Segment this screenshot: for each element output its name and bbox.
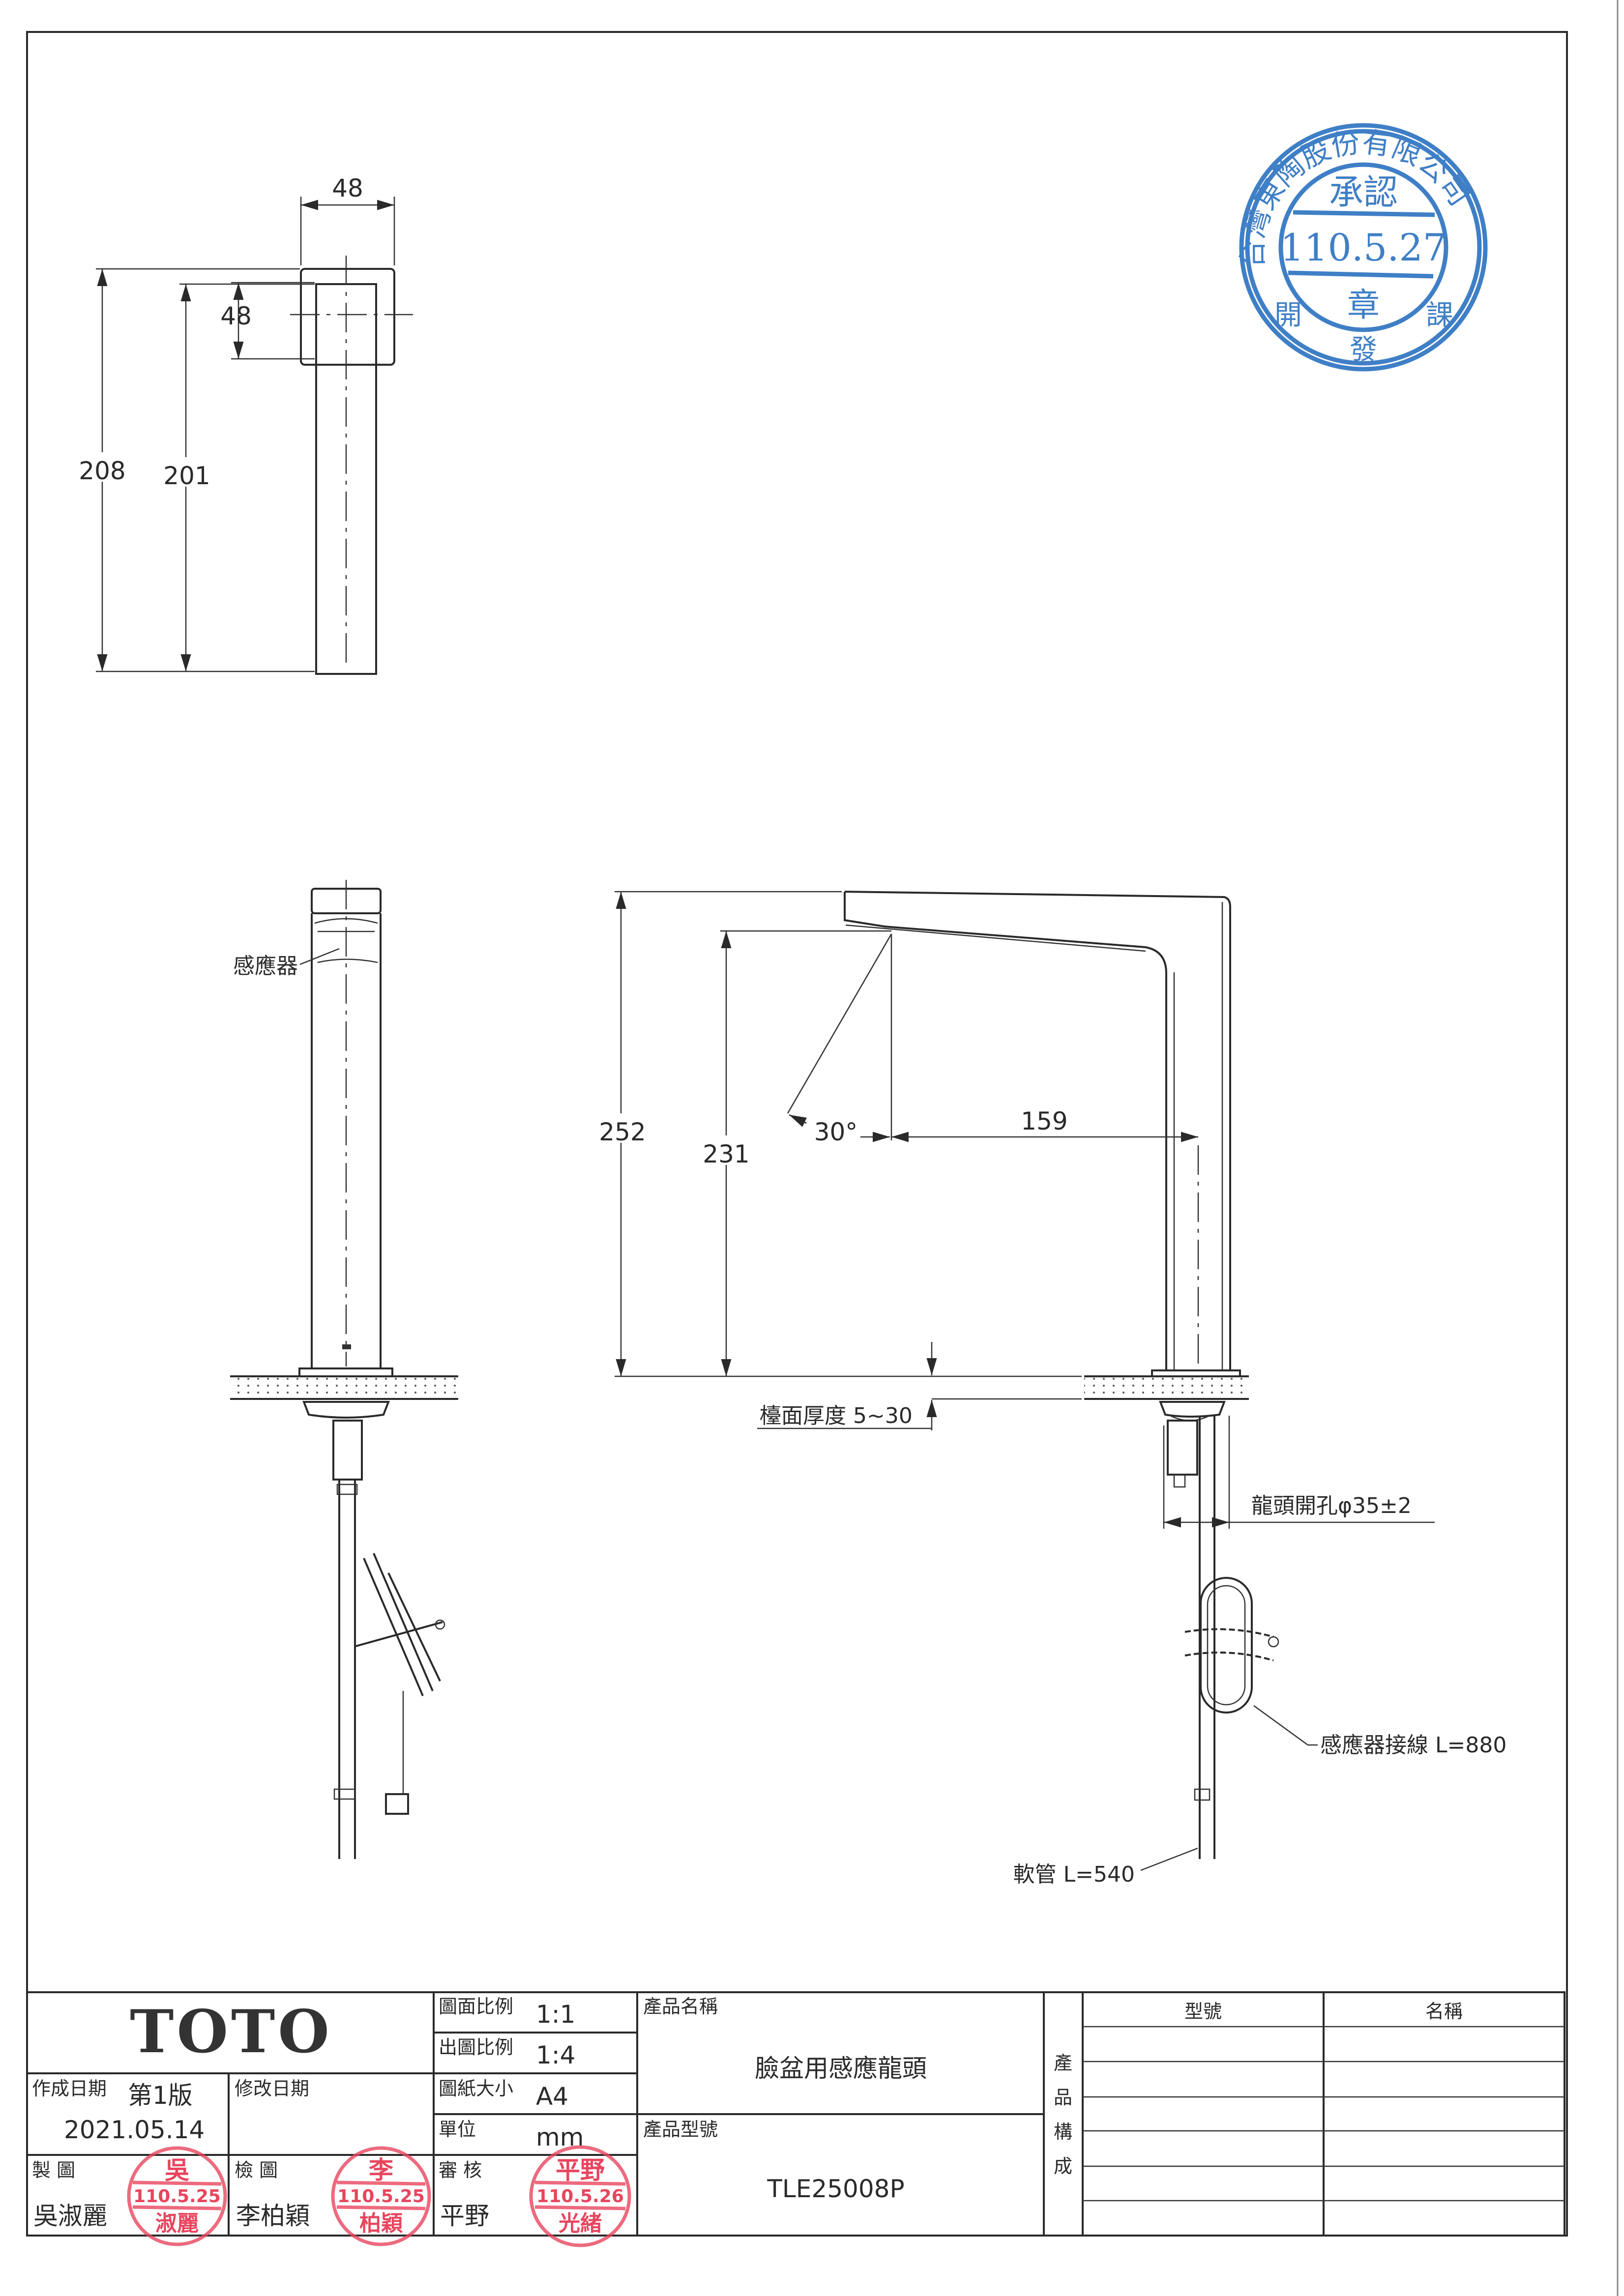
composition-label-1: 產 — [1054, 2052, 1072, 2074]
composition-label-3: 構 — [1054, 2121, 1072, 2143]
hose-label: 軟管 L=540 — [1013, 1862, 1135, 1887]
drawn-label: 製 圖 — [32, 2159, 75, 2181]
svg-text:110.5.25: 110.5.25 — [337, 2186, 425, 2207]
dim-outlet-height: 231 — [703, 1140, 749, 1168]
toto-logo: TOTO — [130, 1997, 332, 2066]
svg-text:承認: 承認 — [1329, 172, 1398, 212]
counter-thickness-label: 檯面厚度 5~30 — [760, 1403, 913, 1428]
svg-text:柏穎: 柏穎 — [359, 2211, 403, 2236]
scale-value: 1:1 — [536, 2000, 575, 2029]
dim-top-width: 48 — [332, 174, 363, 203]
print-scale-value: 1:4 — [536, 2041, 575, 2069]
svg-text:吳: 吳 — [165, 2156, 190, 2184]
svg-text:章: 章 — [1347, 286, 1380, 324]
sensor-cable-label: 感應器接線 L=880 — [1320, 1733, 1506, 1758]
composition-label-2: 品 — [1054, 2087, 1072, 2108]
print-scale-label: 出圖比例 — [439, 2036, 513, 2058]
svg-text:110.5.25: 110.5.25 — [133, 2186, 221, 2207]
signature-stamp-drawn: 吳 110.5.25 淑麗 — [127, 2146, 227, 2246]
created-label: 作成日期 — [32, 2078, 107, 2099]
faucet-hole-label: 龍頭開孔φ35±2 — [1251, 1493, 1412, 1518]
checked-label: 檢 圖 — [235, 2159, 278, 2181]
dim-angle: 30° — [814, 1118, 858, 1146]
svg-text:課: 課 — [1426, 299, 1453, 331]
revised-label: 修改日期 — [235, 2078, 309, 2099]
svg-text:發: 發 — [1350, 334, 1377, 366]
title-block: TOTO 圖面比例 1:1 出圖比例 1:4 圖紙大小 A4 單位 mm 作成日… — [26, 1991, 1565, 2237]
svg-text:光緒: 光緒 — [559, 2211, 602, 2236]
unit-label: 單位 — [439, 2119, 476, 2140]
header-model: 型號 — [1184, 2001, 1222, 2022]
scale-label: 圖面比例 — [439, 1996, 513, 2017]
version: 第1版 — [128, 2081, 193, 2110]
top-view: 48 48 208 201 — [79, 174, 413, 675]
dim-inner-length: 201 — [163, 462, 210, 490]
drawn-by: 吳淑麗 — [33, 2202, 107, 2230]
approval-stamp: 台灣東陶股份有限公司 承認 110.5.27 章 開 發 課 — [1236, 123, 1488, 372]
svg-text:110.5.27: 110.5.27 — [1280, 226, 1447, 269]
signature-stamp-approved: 平野 110.5.26 光緒 — [529, 2145, 631, 2247]
approved-label: 審 核 — [439, 2159, 482, 2181]
product-model-label: 產品型號 — [643, 2119, 718, 2140]
sensor-label: 感應器 — [233, 954, 298, 979]
checked-by: 李柏穎 — [236, 2202, 310, 2230]
svg-text:開: 開 — [1274, 299, 1302, 331]
signature-stamp-checked: 李 110.5.25 柏穎 — [331, 2146, 431, 2246]
svg-text:淑麗: 淑麗 — [155, 2211, 199, 2236]
svg-text:李: 李 — [369, 2156, 393, 2184]
paper-size-label: 圖紙大小 — [439, 2078, 513, 2099]
created-date: 2021.05.14 — [64, 2116, 205, 2144]
header-name: 名稱 — [1425, 2001, 1463, 2022]
paper-size-value: A4 — [536, 2082, 568, 2111]
dim-reach: 159 — [1021, 1107, 1067, 1135]
dim-total-length: 208 — [79, 457, 125, 485]
svg-text:110.5.26: 110.5.26 — [536, 2186, 624, 2207]
dim-total-height: 252 — [599, 1118, 646, 1146]
svg-text:平野: 平野 — [556, 2156, 605, 2184]
sheet-border — [26, 31, 1568, 2237]
dim-side-width: 48 — [220, 302, 252, 330]
side-view: 252 231 30° 159 檯面厚度 5~30 龍頭開孔φ35±2 感應器接… — [597, 891, 1506, 1887]
front-view: 感應器 — [230, 880, 458, 1859]
product-name-label: 產品名稱 — [643, 1996, 718, 2017]
product-name: 臉盆用感應龍頭 — [755, 2054, 927, 2083]
composition-label-4: 成 — [1054, 2155, 1072, 2177]
product-model: TLE25008P — [767, 2175, 904, 2203]
approved-by: 平野 — [440, 2202, 489, 2230]
